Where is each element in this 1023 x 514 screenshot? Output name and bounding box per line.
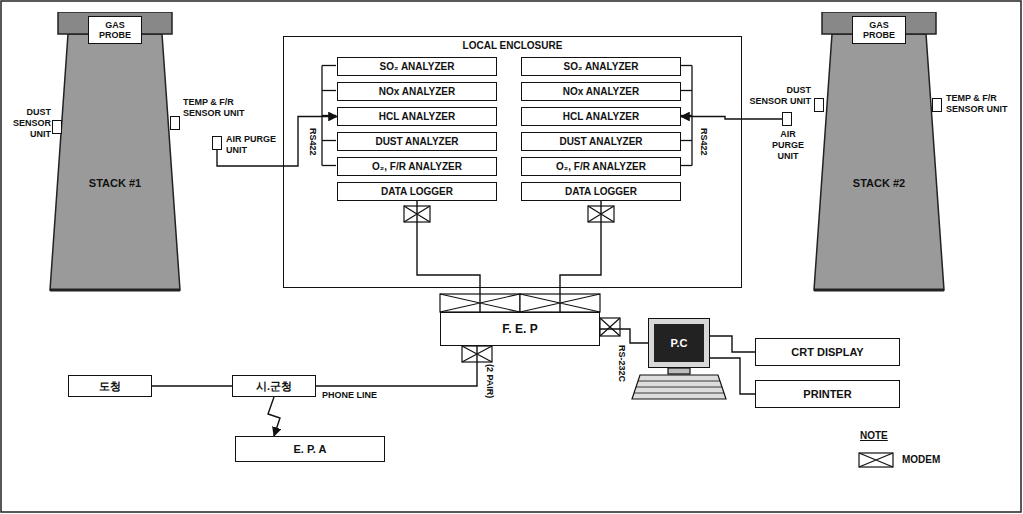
bus-label: RS422: [307, 128, 318, 156]
sensor-unit: TEMP & F/R SENSOR UNIT: [932, 98, 942, 112]
connector-line: [681, 117, 782, 120]
sensor-unit: AIR PURGE UNIT: [212, 136, 222, 150]
process-box: DATA LOGGER: [337, 182, 497, 201]
process-box: O₂, F/R ANALYZER: [337, 157, 497, 176]
box-label: E. P. A: [293, 443, 326, 455]
gas-probe-box: GAS PROBE: [852, 16, 906, 44]
process-box: F. E. P: [440, 312, 600, 346]
connector-line: [600, 329, 648, 343]
process-box: SO₂ ANALYZER: [521, 57, 681, 76]
probe-label: GAS PROBE: [89, 20, 141, 40]
stack-tower: STACK #1 GAS PROBE: [48, 12, 182, 292]
connector-line: [316, 346, 477, 386]
bus-label: RS422: [698, 128, 709, 156]
line-label: RS-232C: [616, 345, 627, 382]
stack-outline: [812, 12, 946, 292]
box-label: F. E. P: [502, 322, 537, 336]
process-box: NOx ANALYZER: [521, 82, 681, 101]
modem-legend-symbol: [858, 452, 894, 472]
process-box: O₂, F/R ANALYZER: [521, 157, 681, 176]
box-label: 도청: [99, 379, 121, 394]
monitor-screen: P.C: [654, 324, 704, 362]
box-label: NOx ANALYZER: [379, 86, 456, 97]
connector-line: [217, 117, 337, 167]
connector-line: [710, 336, 755, 352]
process-box: SO₂ ANALYZER: [337, 57, 497, 76]
box-label: DUST ANALYZER: [375, 136, 458, 147]
process-box: 시.군청: [232, 375, 316, 397]
box-label: O₂, F/R ANALYZER: [556, 161, 646, 172]
sensor-unit: DUST SENSOR UNIT: [52, 120, 62, 134]
screen-label: P.C: [671, 337, 688, 349]
sensor-label: TEMP & F/R SENSOR UNIT: [183, 97, 263, 119]
sensor-label: DUST SENSOR UNIT: [5, 107, 51, 140]
sensor-unit: TEMP & F/R SENSOR UNIT: [170, 116, 180, 130]
process-box: E. P. A: [235, 436, 385, 462]
sensor-label: DUST SENSOR UNIT: [747, 85, 811, 107]
box-label: DUST ANALYZER: [559, 136, 642, 147]
connector-line: [560, 201, 601, 312]
box-label: SO₂ ANALYZER: [380, 61, 455, 72]
stack-label: STACK #1: [48, 177, 182, 189]
process-box: DUST ANALYZER: [521, 132, 681, 151]
connector-line: [152, 385, 232, 386]
process-box: HCL ANALYZER: [337, 107, 497, 126]
stack-outline: [48, 12, 182, 292]
box-label: HCL ANALYZER: [379, 111, 455, 122]
box-label: SO₂ ANALYZER: [564, 61, 639, 72]
box-label: PRINTER: [803, 388, 851, 400]
box-label: HCL ANALYZER: [563, 111, 639, 122]
note-heading: NOTE: [860, 430, 888, 441]
box-label: NOx ANALYZER: [563, 86, 640, 97]
connector-line: [268, 397, 280, 436]
box-label: DATA LOGGER: [381, 186, 453, 197]
modem-symbol: [858, 452, 894, 468]
process-box: DUST ANALYZER: [337, 132, 497, 151]
box-label: CRT DISPLAY: [791, 346, 863, 358]
sensor-label: AIR PURGE UNIT: [226, 134, 276, 156]
process-box: NOx ANALYZER: [337, 82, 497, 101]
sensor-unit: DUST SENSOR UNIT: [814, 98, 824, 112]
box-label: O₂, F/R ANALYZER: [372, 161, 462, 172]
process-box: PRINTER: [755, 380, 900, 408]
enclosure-box: LOCAL ENCLOSURE SO₂ ANALYZER NOx ANALYZER H…: [283, 36, 742, 288]
process-box: CRT DISPLAY: [755, 338, 900, 366]
process-box: 도청: [68, 375, 152, 397]
stack-label: STACK #2: [812, 177, 946, 189]
box-label: DATA LOGGER: [565, 186, 637, 197]
line-label: (2 PAIR): [484, 364, 495, 398]
legend-text: MODEM: [902, 454, 940, 465]
probe-label: GAS PROBE: [853, 20, 905, 40]
connector-line: [417, 201, 480, 312]
sensor-label: TEMP & F/R SENSOR UNIT: [946, 93, 1008, 115]
gas-probe-box: GAS PROBE: [88, 16, 142, 44]
line-label: PHONE LINE: [322, 390, 377, 401]
enclosure-title: LOCAL ENCLOSURE: [284, 40, 741, 51]
connector-line: [710, 358, 755, 394]
stack-tower: STACK #2 GAS PROBE: [812, 12, 946, 292]
sensor-label: AIR PURGE UNIT: [766, 129, 810, 162]
sensor-unit: AIR PURGE UNIT: [782, 112, 792, 126]
box-label: 시.군청: [256, 379, 292, 394]
process-box: DATA LOGGER: [521, 182, 681, 201]
computer-box: P.C: [648, 318, 710, 368]
process-box: HCL ANALYZER: [521, 107, 681, 126]
